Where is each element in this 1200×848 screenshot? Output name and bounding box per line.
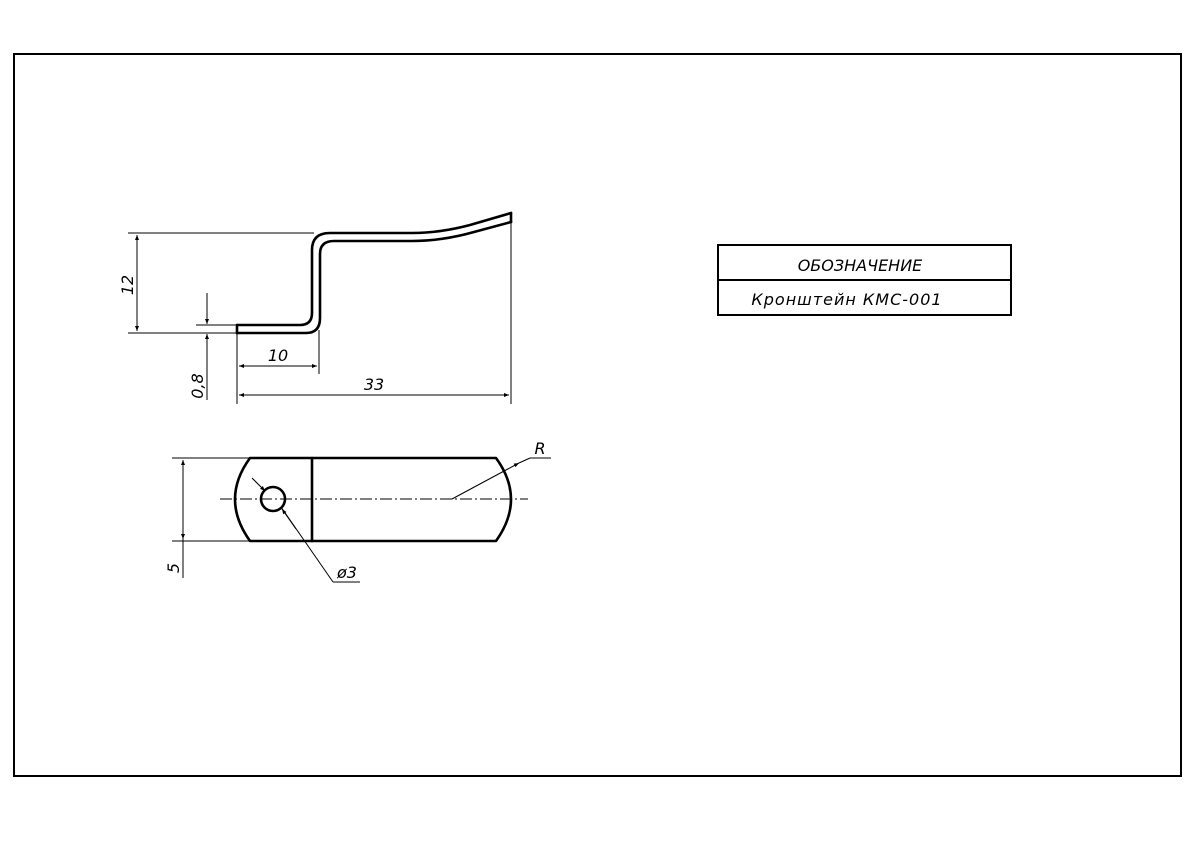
title-block: ОБОЗНАЧЕНИЕ Кронштейн КМС-001 [717, 244, 1012, 316]
radius-leader-ext [518, 457, 531, 464]
profile-inner-line [235, 220, 513, 335]
dim-label-33: 33 [364, 375, 384, 394]
dim-label-height: 12 [118, 275, 137, 295]
title-block-part-name: Кронштейн КМС-001 [751, 290, 942, 309]
dim-label-thickness: 0,8 [188, 373, 207, 398]
title-block-header: ОБОЗНАЧЕНИЕ [798, 256, 923, 275]
dim-label-10: 10 [268, 346, 288, 365]
profile-outer-line [235, 211, 513, 327]
dim-label-width: 5 [164, 563, 183, 573]
sheet-frame [13, 53, 1182, 777]
dia-arrow-inner [251, 477, 266, 492]
plan-view: 5 ø3 R [164, 439, 551, 583]
side-view: 12 0,8 10 33 [118, 211, 513, 404]
dia-arrow-outer [281, 508, 297, 530]
strip-outline [233, 456, 513, 543]
dim-label-hole-diameter: ø3 [336, 563, 357, 582]
dim-label-radius: R [534, 439, 545, 458]
radius-leader [451, 462, 520, 500]
